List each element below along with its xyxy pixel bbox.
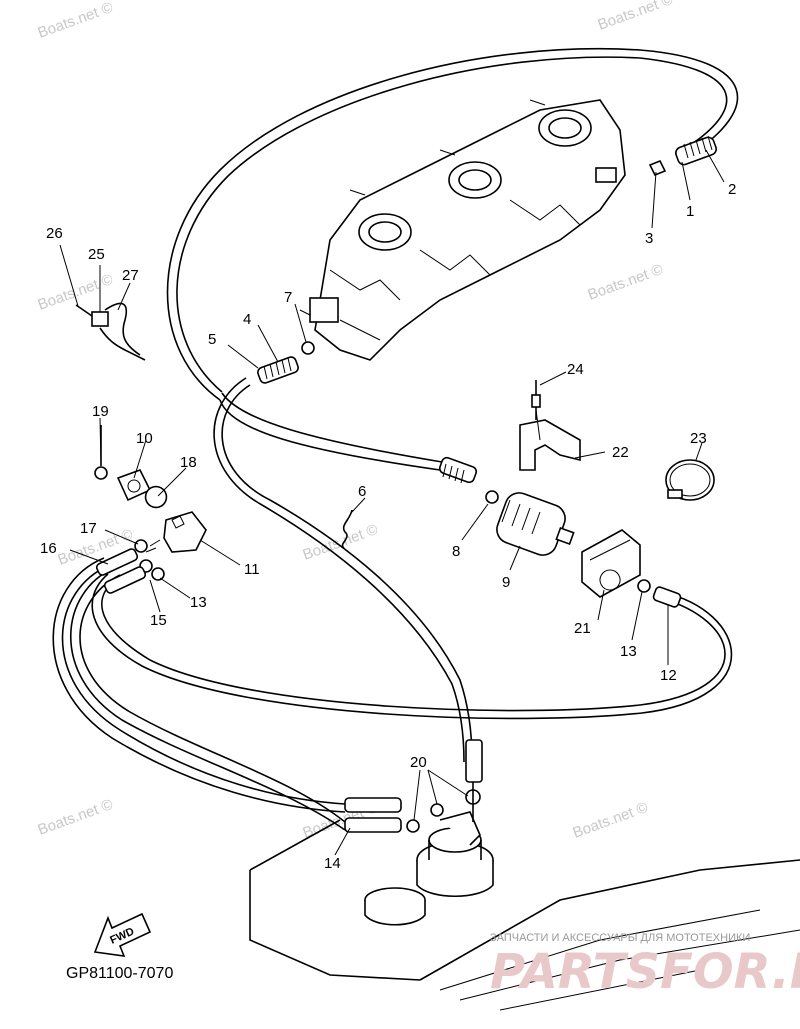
watermark: Boats.net © bbox=[596, 0, 676, 34]
hose-16 bbox=[61, 564, 346, 805]
part-number-label: 26 bbox=[46, 225, 63, 242]
part-number-label: 11 bbox=[244, 561, 260, 578]
part-number-label: 27 bbox=[122, 267, 139, 284]
fuel-filter bbox=[485, 490, 575, 556]
part-number-label: 15 bbox=[150, 612, 167, 629]
watermark: Boats.net © bbox=[36, 0, 116, 42]
part-number-label: 6 bbox=[358, 483, 366, 500]
part-number-label: 4 bbox=[243, 311, 251, 328]
part-number-label: 22 bbox=[612, 444, 629, 461]
part-number-label: 25 bbox=[88, 246, 105, 263]
hose-end-14a bbox=[344, 797, 402, 813]
part-number-label: 12 bbox=[660, 667, 677, 684]
watermark: Boats.net © bbox=[36, 271, 116, 314]
part-number-label: 13 bbox=[620, 643, 637, 660]
part-number-label: 14 bbox=[324, 855, 341, 872]
brand-tagline: ЗАПЧАСТИ И АКСЕССУАРЫ ДЛЯ МОТОТЕХНИКИ bbox=[490, 932, 750, 944]
part-number-label: 5 bbox=[208, 331, 216, 348]
brand-logo-text: PARTSFOR.RU bbox=[490, 944, 800, 1000]
filter-bracket bbox=[581, 529, 651, 598]
hose-12 bbox=[101, 579, 726, 712]
part-number-label: 9 bbox=[502, 574, 510, 591]
part-number-label: 2 bbox=[728, 181, 736, 198]
part-number-label: 10 bbox=[136, 430, 153, 447]
part-number-label: 3 bbox=[645, 230, 653, 247]
brand-logo: ЗАПЧАСТИ И АКСЕССУАРЫ ДЛЯ МОТОТЕХНИКИ PA… bbox=[490, 932, 800, 1000]
hose-2 bbox=[166, 47, 739, 401]
carburetor-assembly bbox=[299, 99, 626, 361]
fuel-tank bbox=[249, 739, 800, 1011]
hose-end-fuel-filter bbox=[438, 456, 478, 484]
part-number-label: 23 bbox=[690, 430, 707, 447]
part-number-label: 21 bbox=[574, 620, 591, 637]
bracket-22 bbox=[519, 380, 581, 471]
leader-lines bbox=[59, 149, 725, 856]
part-number-label: 20 bbox=[410, 754, 427, 771]
hose-end-14b bbox=[344, 817, 402, 833]
fwd-arrow: FWD bbox=[93, 912, 152, 957]
watermark: Boats.net © bbox=[36, 796, 116, 839]
part-number-label: 24 bbox=[567, 361, 584, 378]
part-number-label: 16 bbox=[40, 540, 57, 557]
clip-6 bbox=[341, 509, 353, 549]
hose-end-2 bbox=[648, 135, 717, 177]
diagram-code: GP81100-7070 bbox=[66, 965, 173, 982]
part-number-label: 17 bbox=[80, 520, 97, 537]
part-number-labels: 1 2 3 4 5 6 7 8 9 10 11 12 13 13 14 15 1… bbox=[40, 181, 736, 872]
watermark: Boats.net © bbox=[571, 799, 651, 842]
part-number-label: 1 bbox=[686, 203, 694, 220]
watermark: Boats.net © bbox=[586, 261, 666, 304]
part-number-label: 19 bbox=[92, 403, 109, 420]
clamp-23 bbox=[665, 459, 715, 501]
part-number-label: 7 bbox=[284, 289, 292, 306]
part-number-label: 8 bbox=[452, 543, 460, 560]
hose-end-5 bbox=[213, 341, 473, 763]
clamp-25-27 bbox=[75, 302, 146, 361]
part-number-label: 13 bbox=[190, 594, 207, 611]
fitting-assembly bbox=[94, 425, 207, 594]
part-number-label: 18 bbox=[180, 454, 197, 471]
